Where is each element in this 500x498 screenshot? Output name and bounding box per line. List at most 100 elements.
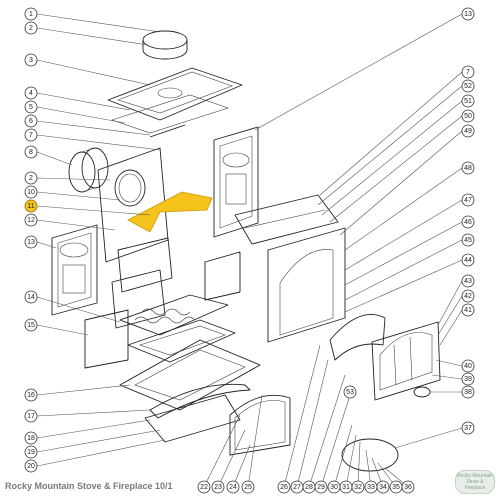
firebrick-back	[117, 237, 173, 293]
firebrick-floor	[111, 269, 166, 329]
footer-caption: Rocky Mountain Stove & Fireplace 10/1	[5, 481, 173, 491]
callout-3: 3	[24, 53, 38, 67]
callout-circle	[24, 445, 38, 459]
callout-number: 24	[229, 484, 237, 491]
callout-number: 25	[244, 484, 252, 491]
callout-circle	[461, 233, 475, 247]
callout-number: 38	[464, 389, 472, 396]
callout-number: 29	[317, 484, 325, 491]
callout-circle	[461, 253, 475, 267]
callout-circle	[461, 109, 475, 123]
callout-circle	[24, 100, 38, 114]
callout-13: 13	[461, 7, 475, 21]
callout-number: 4	[29, 90, 33, 97]
callout-41: 41	[461, 303, 475, 317]
callout-number: 15	[27, 322, 35, 329]
callout-1: 1	[24, 7, 38, 21]
callout-number: 31	[342, 484, 350, 491]
callout-number: 36	[404, 484, 412, 491]
callout-circle	[376, 480, 390, 494]
callout-6: 6	[24, 114, 38, 128]
callout-circle	[351, 480, 365, 494]
brand-logo-text: Rocky Mountain Stove & Fireplace	[457, 473, 493, 491]
callout-circle	[461, 79, 475, 93]
handle-assembly	[341, 438, 399, 472]
callout-51: 51	[461, 94, 475, 108]
callout-number: 45	[464, 237, 472, 244]
grate	[119, 294, 229, 336]
callout-12: 12	[24, 213, 38, 227]
callout-4: 4	[24, 86, 38, 100]
callout-31: 31	[339, 480, 353, 494]
callout-circle	[24, 235, 38, 249]
callout-20: 20	[24, 459, 38, 473]
side-panel-left	[51, 224, 98, 316]
callout-circle	[24, 318, 38, 332]
callout-circle	[24, 290, 38, 304]
callout-circle	[461, 372, 475, 386]
callout-circle	[24, 213, 38, 227]
callout-number: 43	[464, 278, 472, 285]
firebrick-side	[204, 251, 241, 301]
callout-number: 44	[464, 257, 472, 264]
spark-screen	[229, 394, 291, 456]
top-plate	[107, 67, 243, 121]
callout-circle	[24, 431, 38, 445]
callout-23: 23	[211, 480, 225, 494]
callout-39: 39	[461, 372, 475, 386]
callout-number: 2	[29, 175, 33, 182]
callout-group: 1234567821011121314151617181920137525150…	[24, 7, 475, 494]
callout-number: 50	[464, 113, 472, 120]
callout-19: 19	[24, 445, 38, 459]
callout-33: 33	[364, 480, 378, 494]
front-top-frame	[234, 194, 339, 245]
callout-number: 3	[29, 57, 33, 64]
callout-26: 26	[277, 480, 291, 494]
callout-8: 8	[24, 145, 38, 159]
callout-14: 14	[24, 290, 38, 304]
hearth-frame	[119, 339, 261, 411]
callout-36: 36	[401, 480, 415, 494]
callout-circle	[461, 303, 475, 317]
callout-42: 42	[461, 289, 475, 303]
callout-number: 47	[464, 197, 472, 204]
callout-number: 19	[27, 449, 35, 456]
callout-number: 42	[464, 293, 472, 300]
callout-number: 49	[464, 128, 472, 135]
ash-lip	[149, 383, 251, 419]
callout-circle	[24, 459, 38, 473]
callout-28: 28	[302, 480, 316, 494]
callout-circle	[343, 385, 357, 399]
callout-circle	[24, 7, 38, 21]
callout-45: 45	[461, 233, 475, 247]
callout-number: 28	[305, 484, 313, 491]
callout-number: 22	[200, 484, 208, 491]
callout-circle	[461, 161, 475, 175]
callout-number: 35	[392, 484, 400, 491]
callout-number: 13	[464, 11, 472, 18]
callout-5: 5	[24, 100, 38, 114]
callout-circle	[461, 359, 475, 373]
callout-number: 20	[27, 463, 35, 470]
callout-27: 27	[290, 480, 304, 494]
callout-17: 17	[24, 409, 38, 423]
callout-2: 2	[24, 21, 38, 35]
callout-number: 27	[293, 484, 301, 491]
callout-circle	[461, 7, 475, 21]
callout-11: 11	[24, 199, 38, 213]
callout-circle	[24, 185, 38, 199]
callout-circle	[24, 388, 38, 402]
callout-circle	[461, 94, 475, 108]
callout-46: 46	[461, 215, 475, 229]
callout-37: 37	[461, 421, 475, 435]
callout-number: 7	[29, 132, 33, 139]
callout-number: 17	[27, 413, 35, 420]
callout-circle	[461, 274, 475, 288]
callout-34: 34	[376, 480, 390, 494]
callout-48: 48	[461, 161, 475, 175]
callout-13: 13	[24, 235, 38, 249]
callout-number: 13	[27, 239, 35, 246]
callout-7: 7	[461, 65, 475, 79]
callout-circle	[24, 128, 38, 142]
